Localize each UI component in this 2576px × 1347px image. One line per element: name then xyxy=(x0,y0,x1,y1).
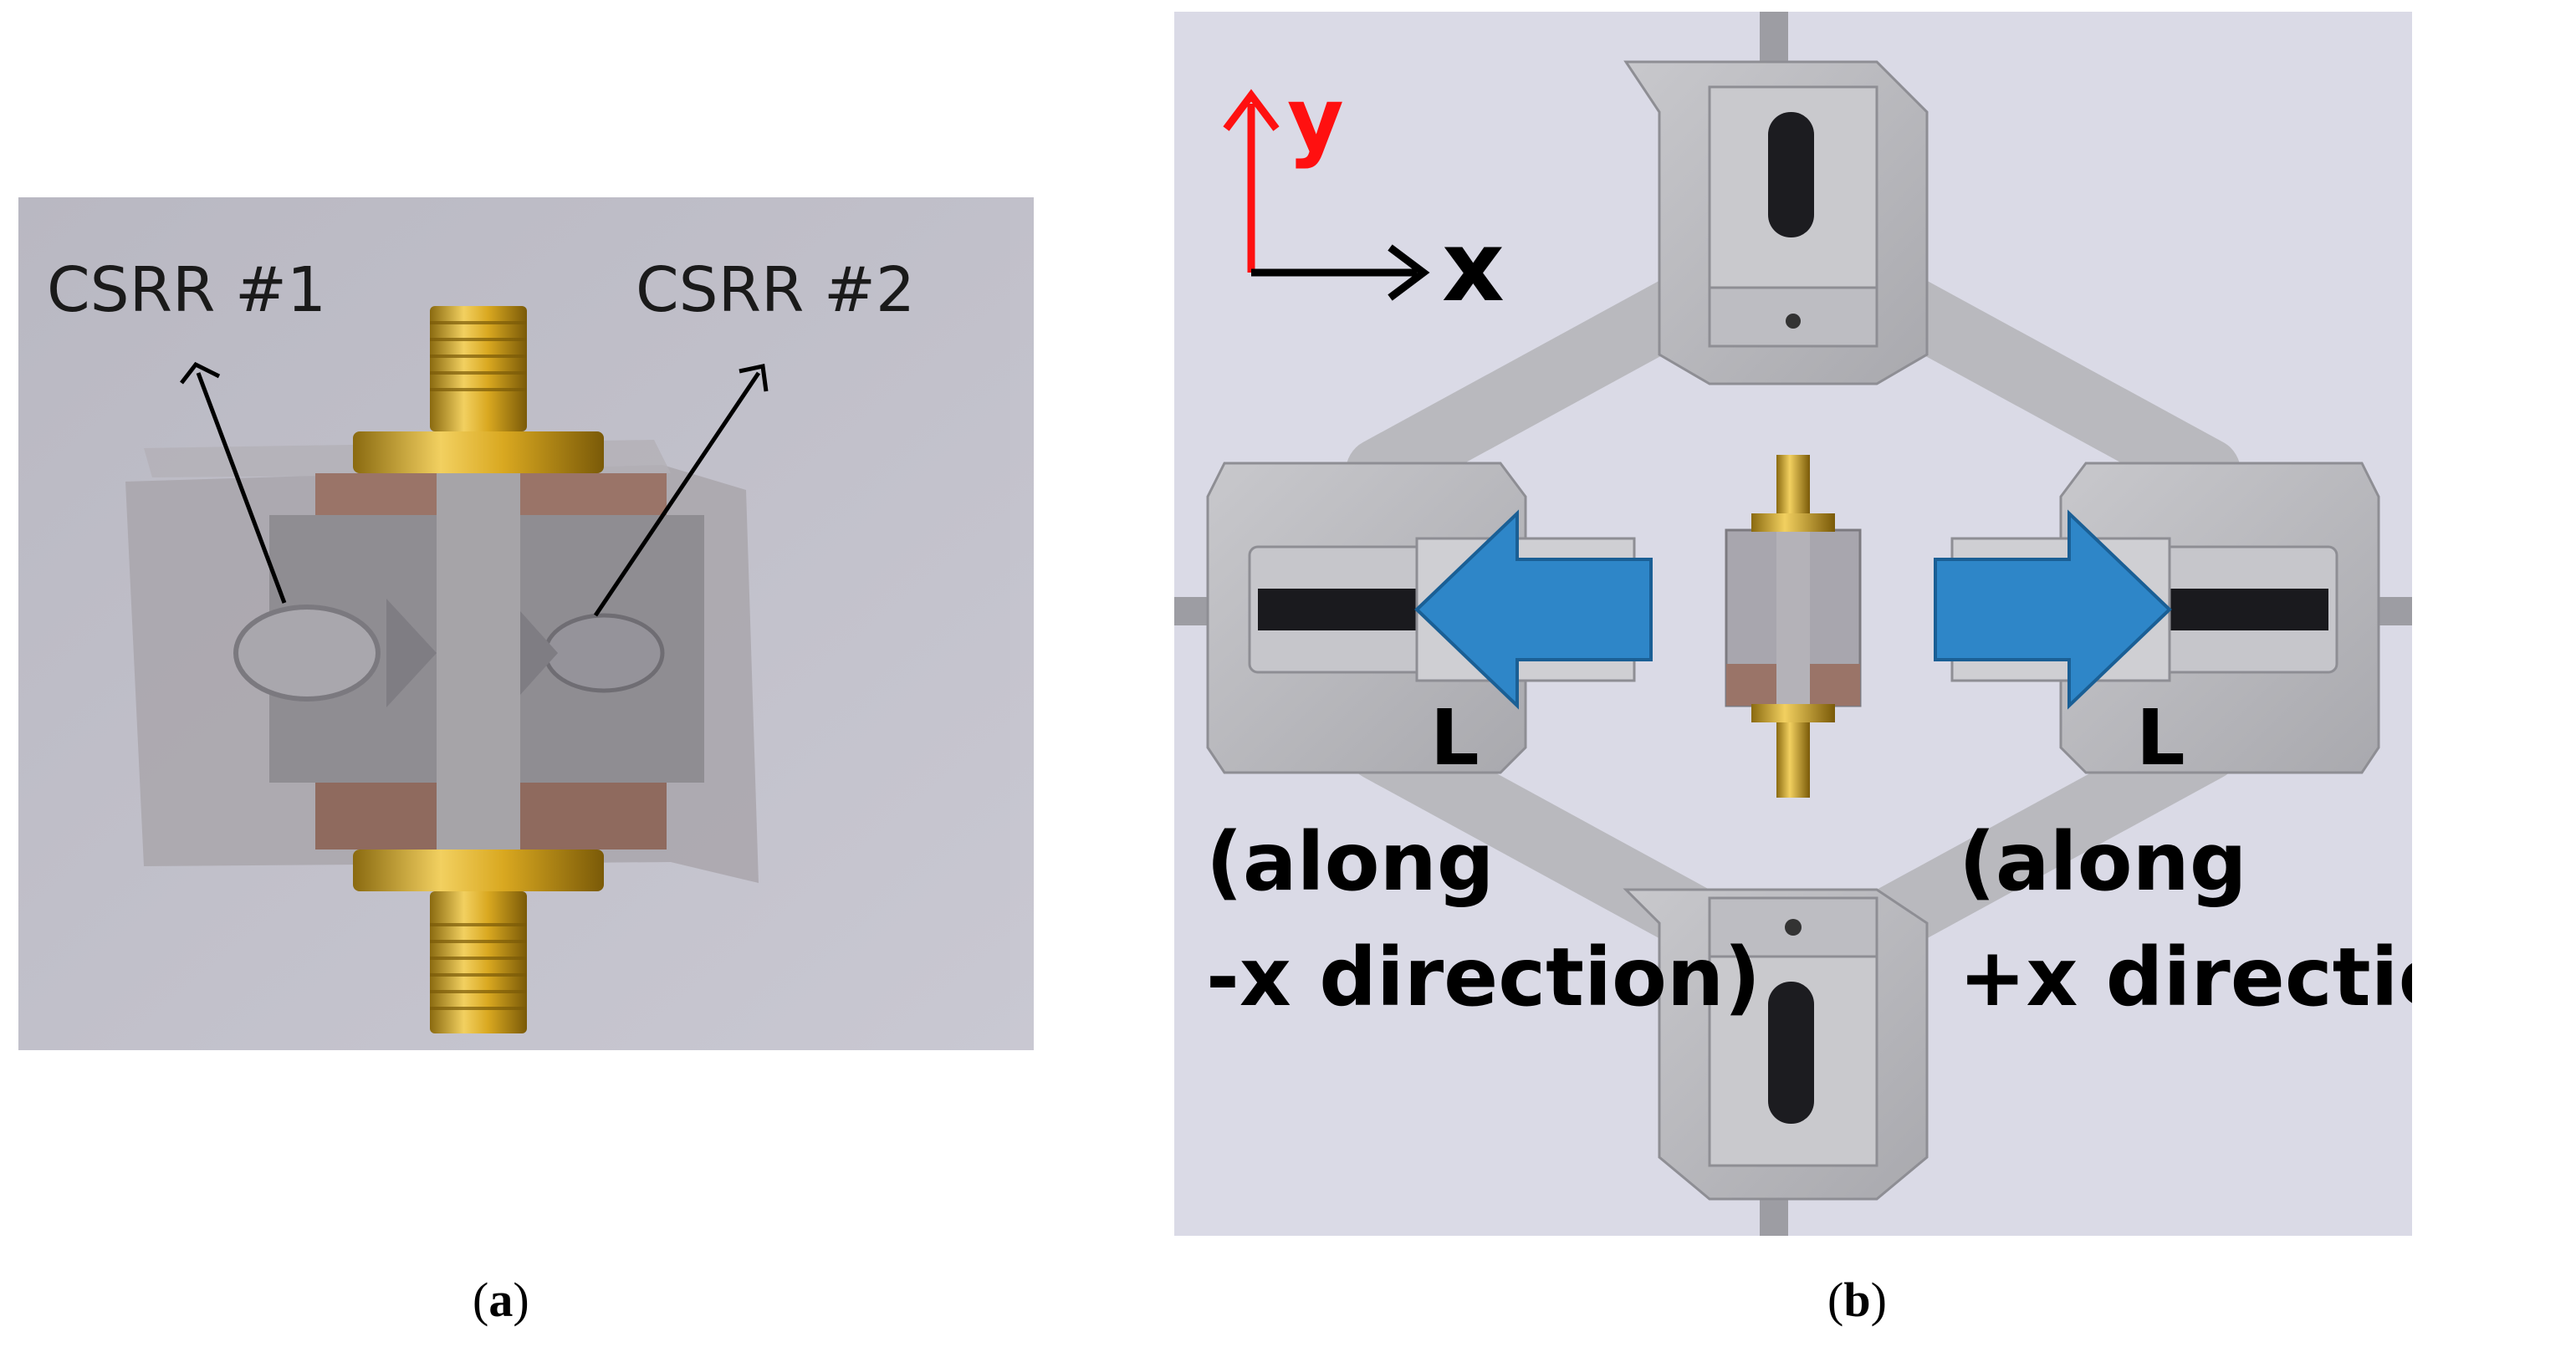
caption-a-open-paren: ( xyxy=(473,1273,489,1327)
fixture-illustration: y x L (along -x direction) L (along +x d… xyxy=(1174,12,2412,1236)
left-direction-line1: (along xyxy=(1206,815,1495,909)
caption-a-close-paren: ) xyxy=(513,1273,529,1327)
caption-a-letter: a xyxy=(488,1273,514,1327)
photo-csrr-sensor: CSRR #1 CSRR #2 xyxy=(18,197,1034,1050)
left-direction-line2: -x direction) xyxy=(1206,931,1761,1024)
arrow-to-csrr1 xyxy=(196,372,287,604)
left-length-label: L xyxy=(1430,693,1480,783)
photo-stretching-fixture: y x L (along -x direction) L (along +x d… xyxy=(1174,12,2412,1236)
caption-panel-b: (b) xyxy=(1827,1271,1887,1329)
caption-panel-a: (a) xyxy=(473,1271,529,1329)
right-direction-line2: +x direction) xyxy=(1959,931,2412,1024)
x-axis-arrowhead xyxy=(1388,244,1430,301)
caption-b-open-paren: ( xyxy=(1827,1273,1844,1327)
bottom-clamp-block xyxy=(1623,888,1929,1201)
sensor-under-test xyxy=(1725,455,1862,798)
y-axis-label: y xyxy=(1287,69,1344,171)
caption-b-close-paren: ) xyxy=(1870,1273,1887,1327)
top-clamp-block xyxy=(1623,60,1929,385)
csrr-sensor-illustration: CSRR #1 CSRR #2 xyxy=(18,197,1034,1050)
left-stretch-arrow xyxy=(1414,509,1653,710)
right-stretch-arrow xyxy=(1934,509,2172,710)
arrowhead-csrr1 xyxy=(180,361,221,385)
right-direction-line1: (along xyxy=(1959,815,2247,909)
x-axis-label: x xyxy=(1442,211,1505,324)
caption-b-letter: b xyxy=(1843,1273,1871,1327)
y-axis-arrowhead xyxy=(1223,89,1280,131)
label-csrr1: CSRR #1 xyxy=(47,254,326,326)
coordinate-axes: y x xyxy=(1223,69,1505,324)
label-csrr2: CSRR #2 xyxy=(636,254,915,326)
arrowhead-csrr2 xyxy=(739,363,769,392)
right-length-label: L xyxy=(2136,693,2185,783)
arrow-to-csrr2 xyxy=(593,371,761,617)
